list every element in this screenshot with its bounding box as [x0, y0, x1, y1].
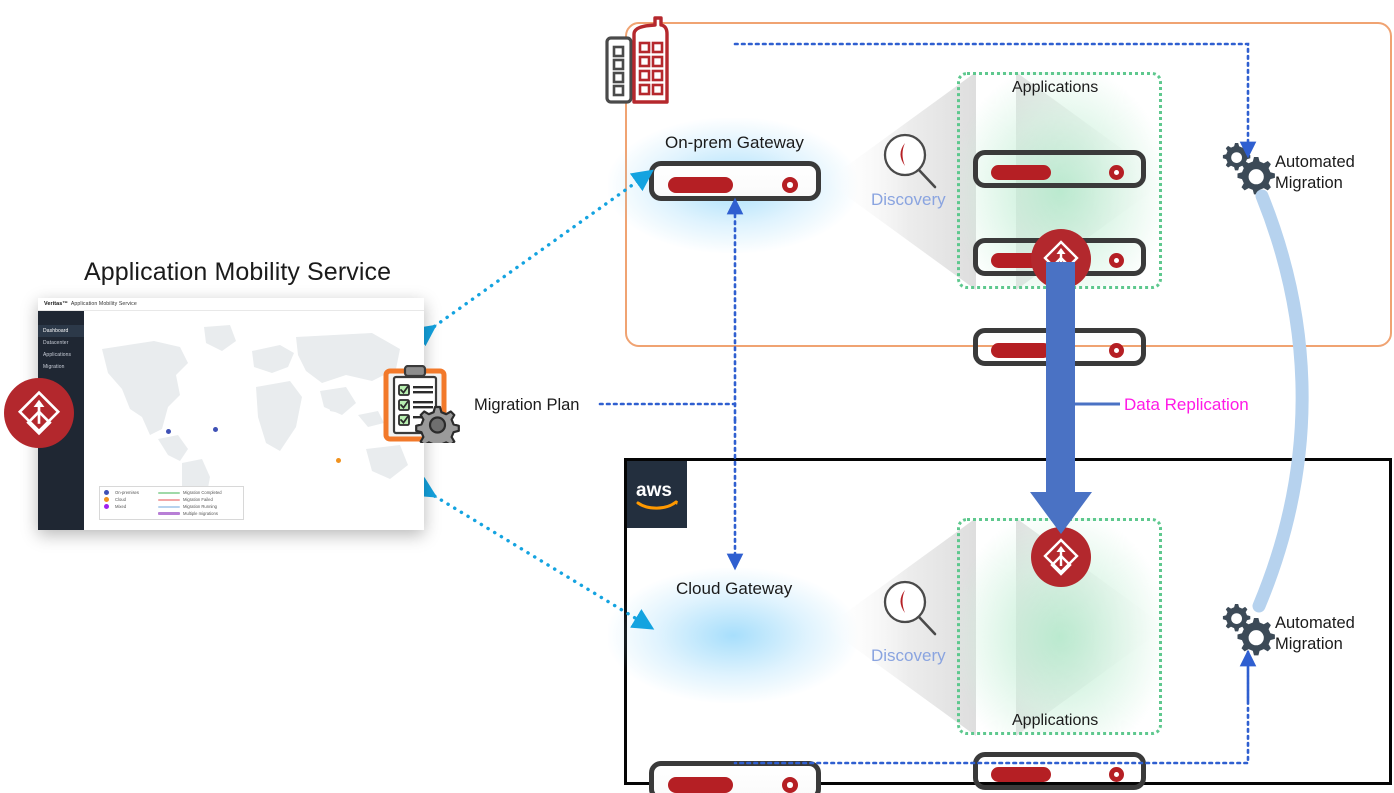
legend-line-migration-failed: [158, 498, 180, 501]
sidebar-item-datacenter[interactable]: Datacenter: [43, 340, 69, 346]
dashboard-to-cloud-link: [413, 477, 655, 630]
migration-plan-icon: [383, 364, 471, 451]
cloud-veritas-agent-icon: [1031, 527, 1091, 587]
dashboard-to-onprem-link: [412, 169, 654, 347]
map-marker-cloud-site-india[interactable]: [335, 457, 341, 463]
server-led: [1109, 253, 1124, 268]
on-prem-gateway-device[interactable]: [649, 161, 821, 201]
sidebar-item-applications[interactable]: Applications: [43, 352, 72, 358]
server-status-bar: [991, 343, 1051, 358]
legend-label-multiple-migrations: Multiple migrations: [183, 511, 218, 516]
on-prem-automated-migration-gears-icon: [1219, 140, 1281, 200]
cloud-server-1[interactable]: [973, 752, 1146, 790]
legend-label-cloud: Cloud: [115, 497, 126, 502]
data-replication-label: Data Replication: [1124, 395, 1249, 414]
on-prem-discovery-magnifier-icon: [879, 130, 941, 192]
legend-line-multiple-migrations: [158, 512, 180, 515]
on-prem-automated-migration-label: Automated Migration: [1275, 152, 1380, 194]
automated-migration-line-2: Migration: [1275, 635, 1343, 653]
on-prem-veritas-agent-icon: [1031, 229, 1091, 289]
on-prem-server-3[interactable]: [973, 328, 1146, 366]
server-status-bar: [991, 767, 1051, 782]
server-led: [1109, 343, 1124, 358]
window-titlebar: Veritas™ Application Mobility Service: [38, 298, 424, 311]
page-title: Application Mobility Service: [84, 258, 392, 286]
on-prem-gateway-label: On-prem Gateway: [665, 133, 804, 152]
veritas-wordmark: Veritas™: [44, 301, 68, 307]
aws-logo: aws: [627, 461, 687, 528]
sidebar-item-migration[interactable]: Migration: [43, 364, 65, 370]
automated-migration-line-1: Automated: [1275, 153, 1355, 171]
legend-label-mixed: Mixed: [115, 504, 127, 509]
legend-swatch-on-premises: [104, 490, 109, 495]
cloud-gateway-device[interactable]: [649, 761, 821, 793]
map-marker-on-premises-site-east[interactable]: [213, 427, 219, 433]
gateway-status-bar: [668, 777, 733, 793]
gateway-led: [782, 777, 798, 793]
legend-line-migration-running: [158, 505, 180, 508]
sidebar-item-dashboard[interactable]: Dashboard: [38, 325, 84, 337]
legend-label-migration-completed: Migration Completed: [183, 490, 222, 495]
gateway-led: [782, 177, 798, 193]
legend-label-on-premises: On-premises: [115, 490, 139, 495]
svg-text:aws: aws: [636, 480, 672, 501]
legend-swatch-mixed: [104, 504, 109, 509]
migration-plan-label: Migration Plan: [474, 396, 580, 414]
on-prem-applications-label: Applications: [1012, 79, 1099, 96]
server-led: [1109, 165, 1124, 180]
legend-label-migration-running: Migration Running: [183, 504, 217, 509]
map-marker-on-premises-site-west[interactable]: [165, 429, 171, 435]
legend-label-migration-failed: Migration Failed: [183, 497, 213, 502]
application-mobility-service-window[interactable]: Veritas™ Application Mobility Service Da…: [38, 298, 424, 530]
window-title-text: Application Mobility Service: [70, 301, 137, 307]
cloud-applications-label: Applications: [1012, 712, 1099, 729]
gateway-status-bar: [668, 177, 733, 193]
map-legend: On-premises Migration Completed Cloud Mi…: [99, 486, 244, 520]
server-status-bar: [991, 165, 1051, 180]
on-prem-server-1[interactable]: [973, 150, 1146, 188]
world-map-panel[interactable]: On-premises Migration Completed Cloud Mi…: [84, 311, 424, 530]
cloud-discovery-label: Discovery: [871, 646, 946, 665]
automated-migration-line-1: Automated: [1275, 614, 1355, 632]
veritas-logo-badge: [4, 378, 74, 448]
on-prem-discovery-label: Discovery: [871, 190, 946, 209]
server-led: [1109, 767, 1124, 782]
automated-migration-line-2: Migration: [1275, 174, 1343, 192]
gear-icon: [415, 405, 460, 451]
office-building-icon: [604, 12, 670, 104]
legend-swatch-cloud: [104, 497, 109, 502]
legend-line-migration-completed: [158, 491, 180, 494]
cloud-automated-migration-label: Automated Migration: [1275, 613, 1380, 655]
cloud-automated-migration-gears-icon: [1219, 601, 1281, 661]
cloud-discovery-magnifier-icon: [879, 577, 941, 639]
cloud-gateway-label: Cloud Gateway: [676, 579, 793, 598]
